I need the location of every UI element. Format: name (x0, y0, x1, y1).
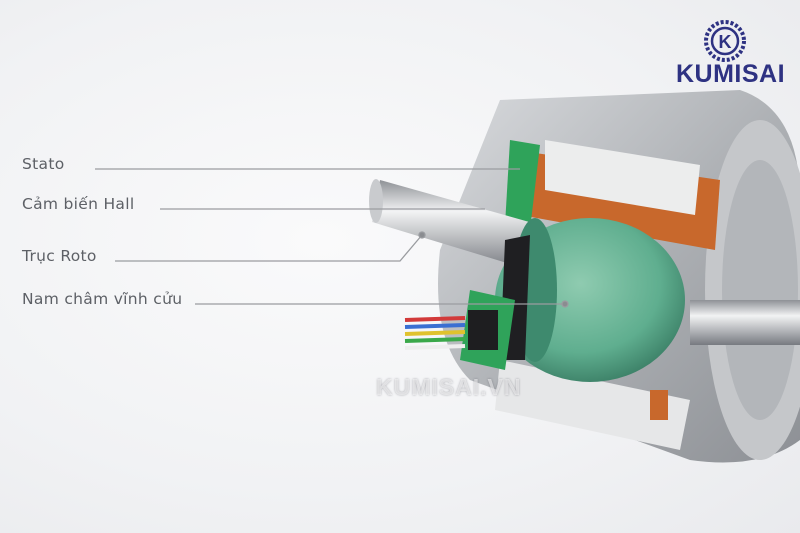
label-rotor-shaft: Trục Roto (22, 247, 97, 265)
brand-logo: KUMISAI (676, 60, 786, 88)
label-permanent-magnet: Nam châm vĩnh cửu (22, 290, 183, 308)
leader-lines (95, 168, 569, 308)
svg-text:K: K (719, 32, 732, 52)
permanent-magnet-rotor (495, 218, 685, 382)
watermark: KUMISAI.VN (376, 374, 522, 400)
wires (404, 316, 466, 350)
label-hall-sensor: Cảm biến Hall (22, 195, 135, 213)
hall-sensor-board (460, 290, 668, 420)
stator-winding (495, 140, 720, 450)
leader-line-shaft (115, 234, 423, 262)
rotor-shaft (369, 179, 800, 345)
kumisai-logo-emblem: K (704, 20, 746, 62)
label-stator: Stato (22, 155, 65, 173)
